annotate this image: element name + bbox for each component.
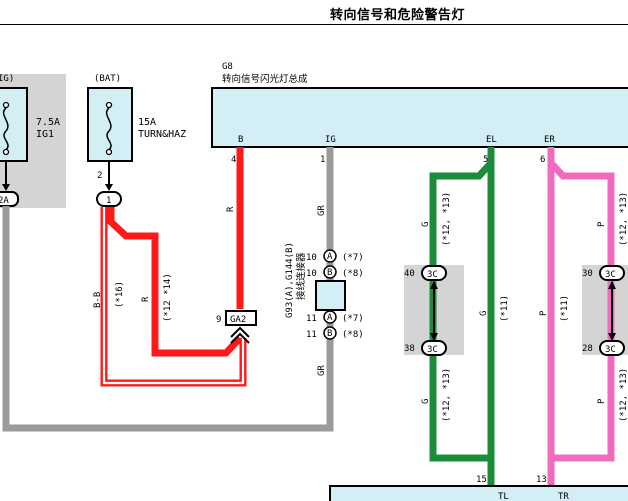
green-lower-color: G [421,399,431,404]
connector-left-top [421,265,447,281]
flasher-box [211,87,628,148]
ig-fuse-symbol [2,107,9,151]
svg-text:GA2: GA2 [230,315,246,325]
connector-right-bottom [599,340,625,356]
junction-block [315,280,346,311]
bat-fuse-pin: 2 [97,171,102,181]
header-divider [0,24,628,25]
svg-text:3C: 3C [605,270,616,280]
pink-lower-color: P [597,398,607,404]
flasher-pin-6: 6 [540,155,545,165]
pink-mid-note: (*11) [560,295,570,322]
gray-wire-color-upper: GR [317,205,327,216]
svg-text:B: B [327,268,332,278]
bb-wire-color: B-B [93,292,103,308]
flasher-code: G8 [222,62,233,72]
bat-fuse-rating: 15A [138,117,156,128]
bat-fuse-name: TURN&HAZ [138,129,186,140]
flasher-pin-1: 1 [320,155,325,165]
red-wire-bat [107,207,243,357]
ig-fuse-source: IG) [0,74,14,84]
page-title: 转向信号和危险警告灯 [330,8,466,23]
flasher-name: 转向信号闪光灯总成 [222,73,308,85]
connector-left-bottom-pin: 38 [404,344,415,354]
flasher-terminal-ig: IG [325,135,336,145]
green-upper-note: (*12, *13) [442,192,452,246]
pink-wire-right [548,160,615,462]
ga2-arrow [230,326,250,344]
junction-pin-a-bottom: 11 [306,314,317,324]
connector-left-top-pin: 40 [404,269,415,279]
ig-fuse-box [0,87,28,162]
flasher-terminal-b: B [238,135,243,145]
bb-wire-note: (*16) [115,281,125,308]
connector-right-bottom-pin: 28 [582,344,593,354]
junction-pin-b-bottom: 11 [306,330,317,340]
connector-left-bottom [421,340,447,356]
svg-text:3C: 3C [427,345,438,355]
junction-pin-a-top: 10 [306,253,317,263]
junction-note-b-bottom: (*8) [342,330,364,340]
junction-note-b-top: (*8) [342,269,364,279]
svg-text:B: B [327,329,332,339]
ig-fuse-name: IG1 [36,129,54,140]
ga2-connector [225,310,257,326]
junction-pin-b-top: 10 [306,269,317,279]
pink-mid-color: P [539,310,549,316]
flasher-pin-5: 5 [483,155,488,165]
bat-fuse-symbol [105,107,112,151]
junction-name: 接线连接器 [295,252,307,300]
green-mid-color: G [479,311,489,316]
pink-lower-note: (*12, *13) [619,368,628,422]
svg-text:3C: 3C [427,270,438,280]
flasher-terminal-er: ER [544,135,555,145]
ig-fuse-rating: 7.5A [36,117,60,128]
green-lower-note: (*12, *13) [442,368,452,422]
bottom-terminal-tl: TL [498,492,509,501]
gray-wire-color-lower: GR [317,365,327,376]
svg-text:A: A [327,313,333,323]
bottom-component-box [329,485,628,501]
connector-right-top-pin: 30 [582,269,593,279]
junction-code: G93(A),G144(B) [285,242,295,318]
bottom-terminal-tr: TR [558,492,569,501]
pink-upper-color: P [597,221,607,227]
svg-text:1: 1 [106,196,111,206]
bottom-pin-13: 13 [536,475,547,485]
junction-note-a-bottom: (*7) [342,314,364,324]
bottom-pin-15: 15 [476,475,487,485]
bat-fuse-source: (BAT) [94,74,121,84]
svg-text:A: A [327,252,333,262]
junction-note-a-top: (*7) [342,253,364,263]
red-wire-color: R [141,296,151,302]
red-b-wire-color: R [226,206,236,212]
red-wire-note: (*12 *14) [163,273,173,322]
flasher-terminal-el: EL [486,135,497,145]
green-mid-note: (*11) [500,295,510,322]
bat-fuse-connector-tag [96,191,122,207]
green-wire-left [429,160,494,462]
pink-upper-note: (*12, *13) [619,192,628,246]
green-upper-color: G [421,222,431,227]
flasher-pin-4: 4 [231,155,236,165]
svg-text:2A: 2A [0,196,9,206]
connector-right-top [599,265,625,281]
ga2-pin: 9 [216,315,221,325]
svg-text:3C: 3C [605,345,616,355]
